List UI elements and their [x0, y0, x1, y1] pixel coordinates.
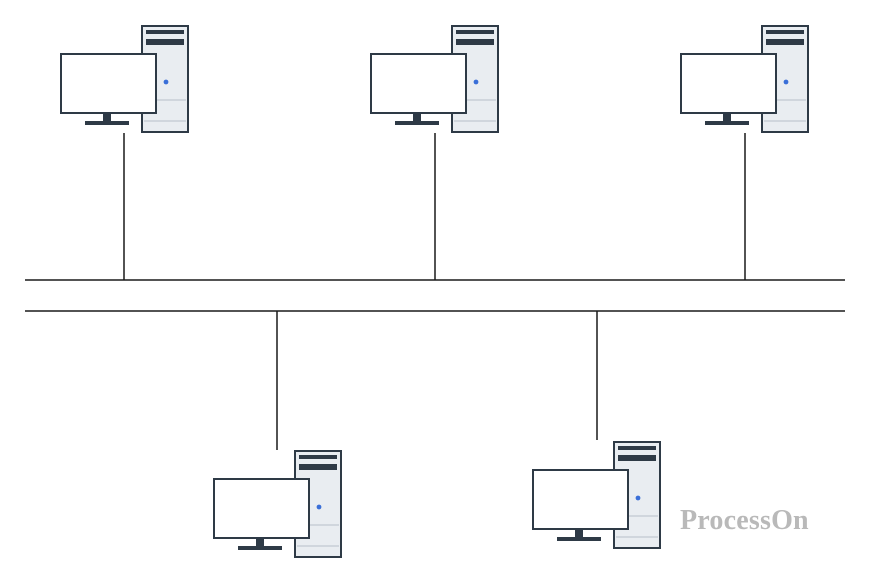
computer-icon: [60, 25, 189, 133]
processon-watermark: ProcessOn: [680, 505, 809, 536]
computer-icon: [680, 25, 809, 133]
computer-icon: [370, 25, 499, 133]
computer-icon: [213, 450, 342, 558]
computer-icon: [532, 441, 661, 549]
